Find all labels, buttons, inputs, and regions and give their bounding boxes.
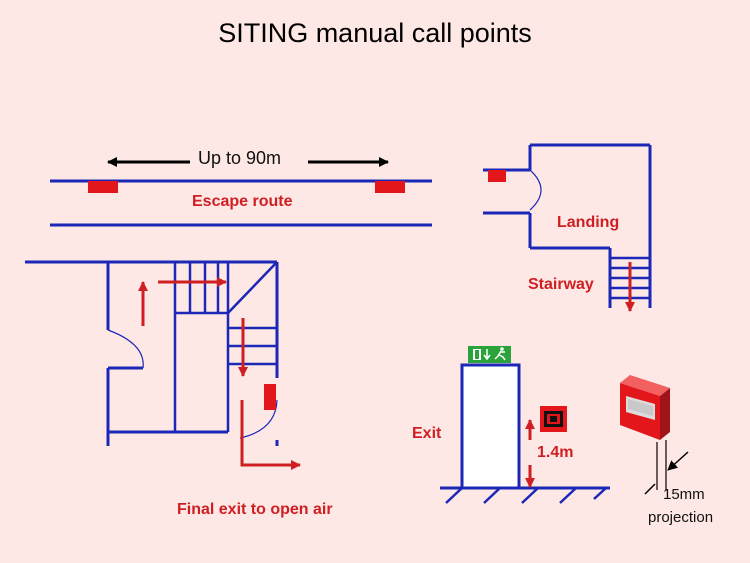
escape-route-label: Escape route — [192, 193, 293, 210]
projection-arrow-left — [644, 483, 656, 495]
escape-route-plan — [50, 157, 432, 227]
call-point-marker — [264, 384, 276, 410]
stair-floor-plan — [25, 260, 301, 470]
stairway-label: Stairway — [528, 276, 594, 293]
door-swing — [107, 329, 144, 369]
floor-hatching — [445, 487, 607, 504]
exit-door — [460, 363, 521, 490]
distance-label: Up to 90m — [198, 148, 282, 168]
exit-label: Exit — [412, 425, 442, 442]
call-point-marker — [488, 170, 506, 182]
landing-label: Landing — [557, 214, 620, 231]
exit-elevation — [440, 346, 610, 504]
landing-plan — [483, 143, 652, 312]
call-point-marker — [375, 181, 405, 193]
call-point-3d — [620, 375, 689, 495]
running-man-exit-sign-icon — [468, 346, 511, 363]
height-label: 1.4m — [537, 444, 574, 461]
stair-treads — [188, 262, 277, 366]
door-swing — [529, 169, 542, 211]
page-title: SITING manual call points — [218, 18, 532, 48]
final-exit-arrow — [240, 400, 301, 470]
projection-arrow-right — [667, 451, 689, 471]
projection-text-label: projection — [648, 509, 714, 526]
projection-value-label: 15mm — [663, 486, 705, 503]
door-swing — [239, 399, 278, 439]
call-point-marker — [88, 181, 118, 193]
final-exit-label: Final exit to open air — [177, 501, 333, 518]
manual-call-point-icon — [540, 406, 567, 432]
